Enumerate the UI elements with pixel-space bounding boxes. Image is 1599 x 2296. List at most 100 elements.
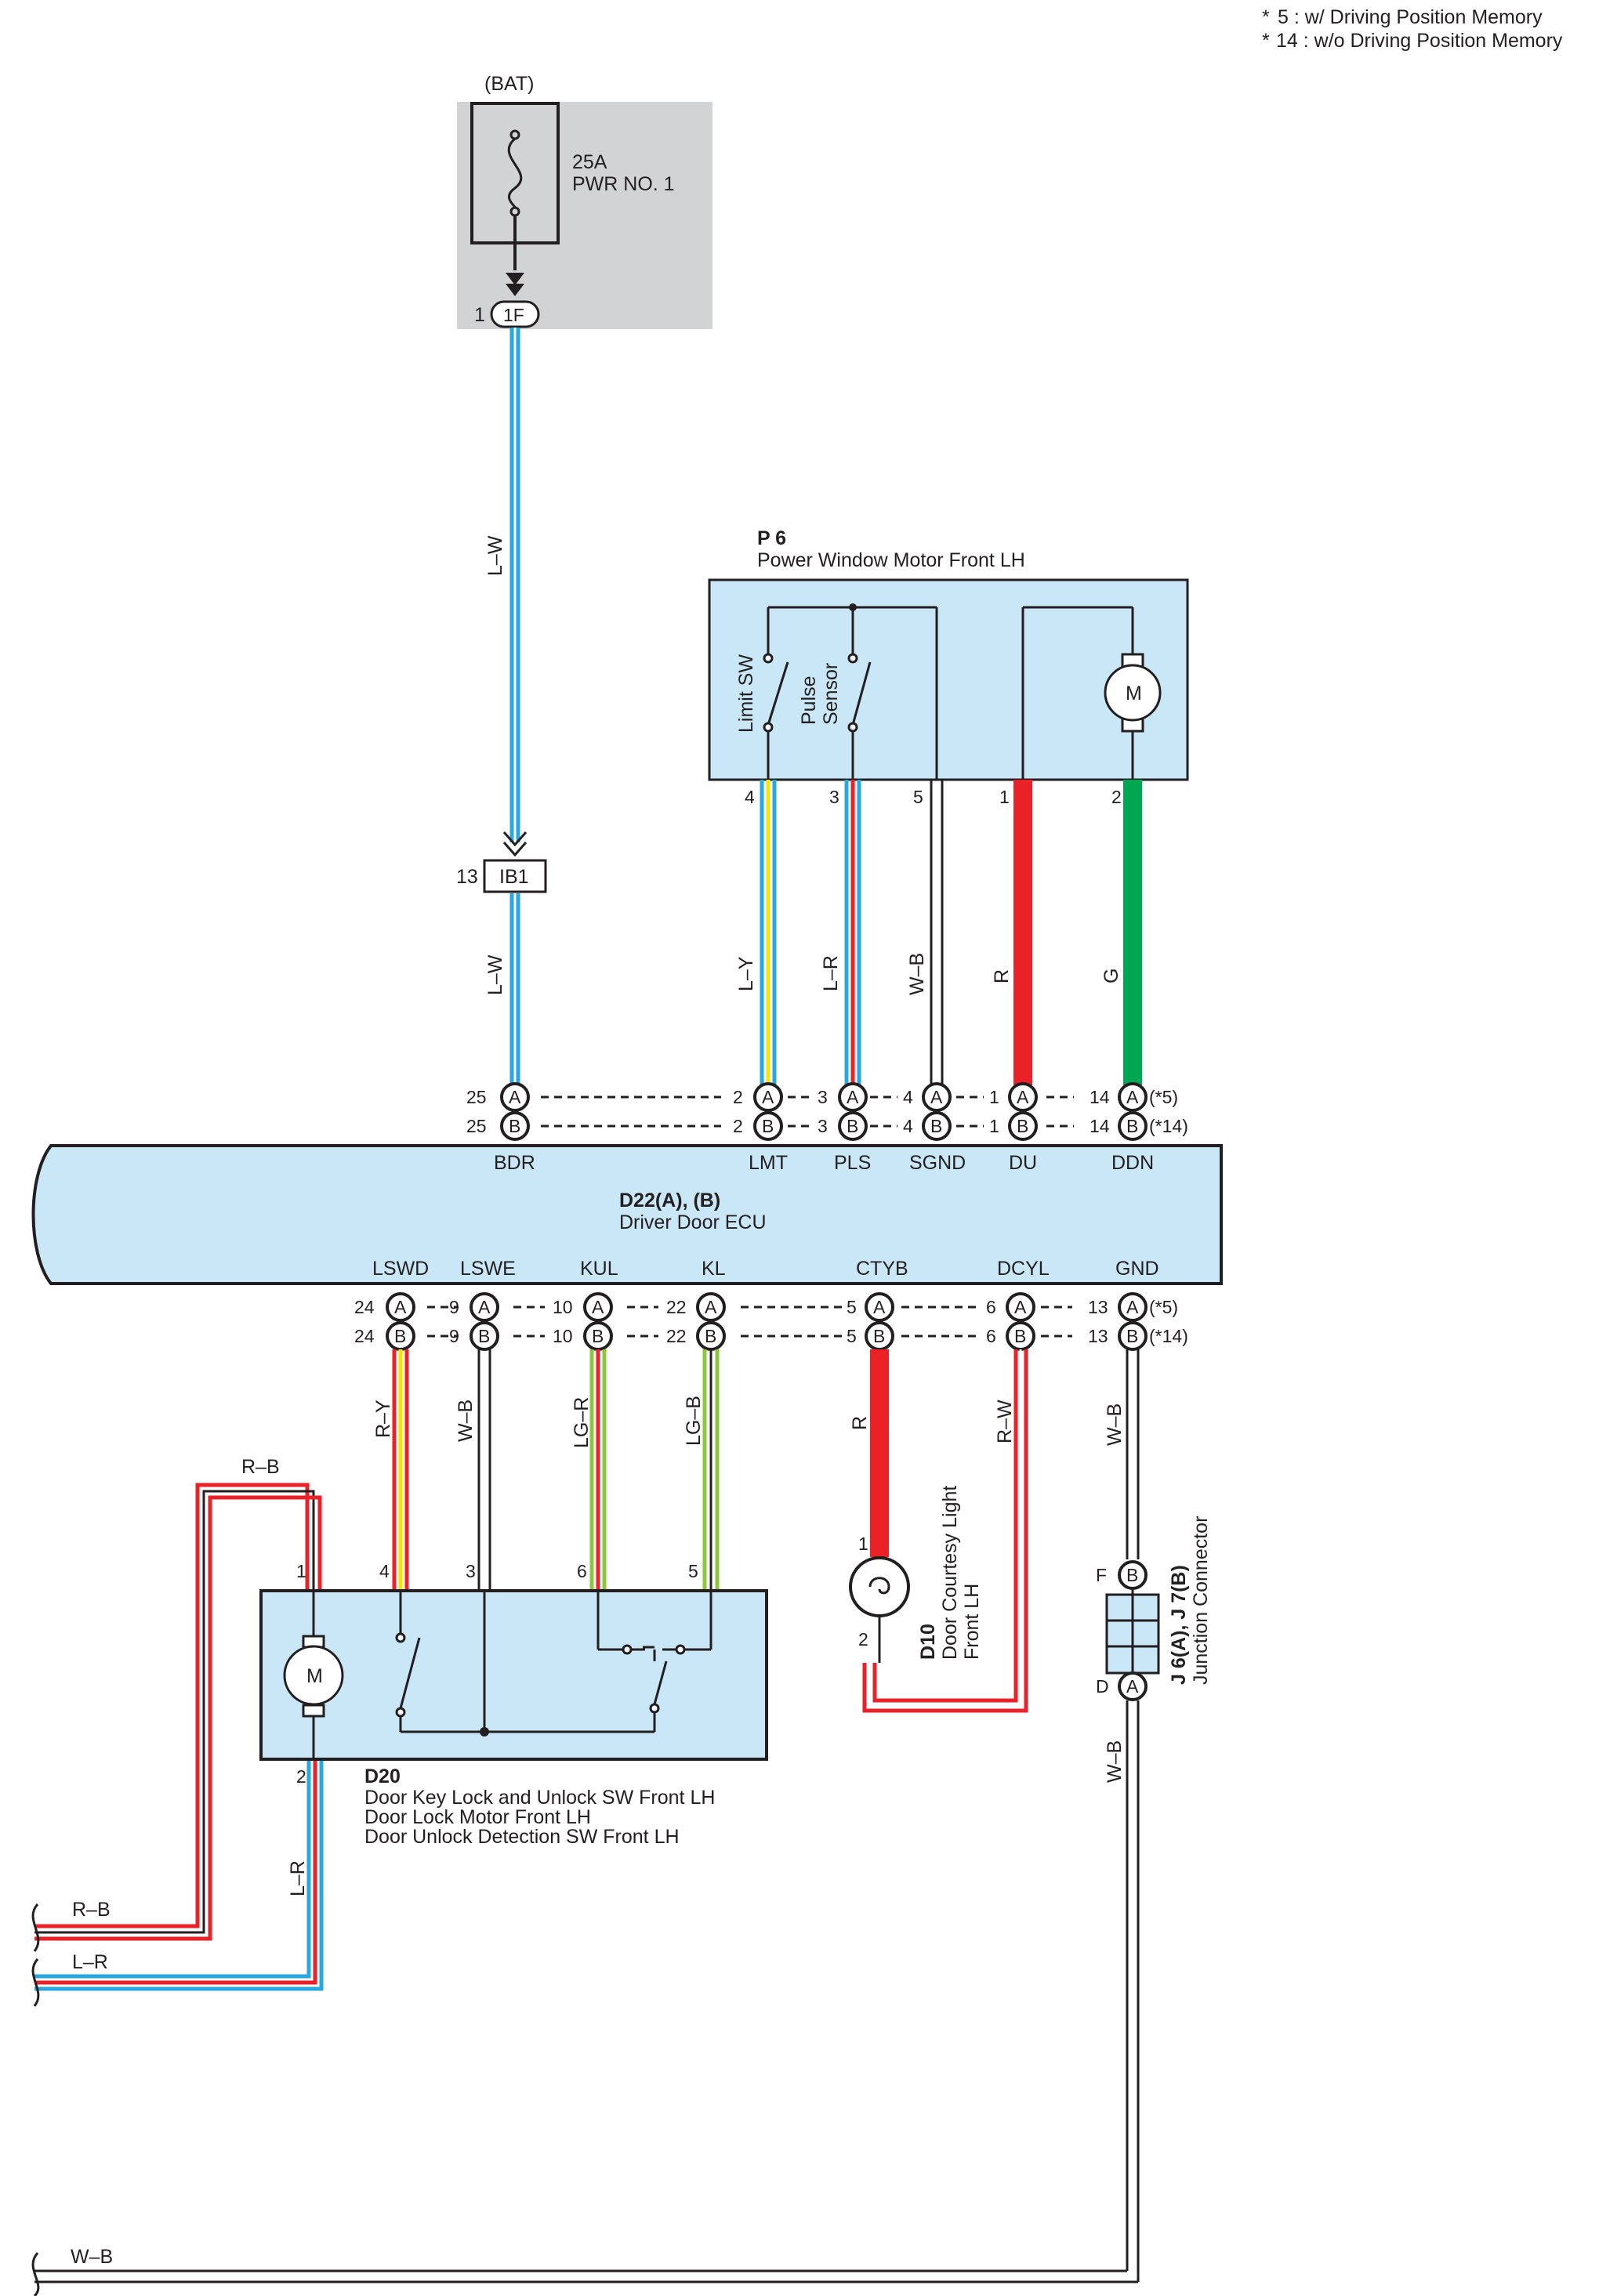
lswd-pin-b: 24 [354,1326,375,1346]
gnd-note-b: (*14) [1149,1326,1188,1346]
p6-limit-sw: Limit SW [735,654,757,733]
dcyl-pin-a: 6 [986,1297,996,1317]
pls-pin-a: 3 [818,1087,828,1107]
wire-label-ddn: G [1100,969,1122,983]
wire-label-sgnd: W–B [906,953,928,995]
junction-j-component: F B D A J 6(A), J 7(B) Junction Connecto… [1096,1516,1212,1701]
ecu-term-sgnd: SGND [909,1152,966,1174]
ecu-top-terminals: 25 25 A B 2 2 A B 3 3 A B 4 4 A B 1 1 A … [466,1082,1188,1141]
ddn-pin-b: 14 [1090,1116,1110,1136]
sgnd-pin-b: 4 [903,1116,913,1136]
p6-motor-label: M [1126,683,1142,704]
d20-component: 1 4 3 6 5 [259,1561,768,1848]
du-pin-b: 1 [989,1116,999,1136]
wire-lw [502,328,528,1085]
fuse-pin: 1 [474,304,485,326]
note-5: 5 : w/ Driving Position Memory [1278,6,1543,28]
note-mark-14: * [1262,30,1270,52]
wire-label-lmt: L–Y [735,956,757,991]
kul-pin-b: 10 [553,1326,573,1346]
p6-component: P 6 Power Window Motor Front LH Limit SW… [708,527,1189,807]
wire-label-left-rb: R–B [72,1899,111,1921]
ecu-term-du: DU [1009,1152,1037,1174]
kl-conn-b: B [705,1326,716,1346]
pls-conn-a: A [847,1087,859,1107]
ctyb-pin-a: 5 [847,1297,857,1317]
d20-pin-4: 4 [379,1561,390,1581]
d20-code: D20 [364,1765,401,1787]
lswe-pin-b: 9 [449,1326,459,1346]
wire-label-lswe: W–B [455,1400,477,1442]
wire-label-left-wb: W–B [71,2246,113,2268]
dcyl-conn-b: B [1014,1326,1026,1346]
kl-conn-a: A [705,1297,717,1317]
bdr-pin-b: 25 [466,1116,487,1136]
d20-pin-2: 2 [296,1766,306,1787]
d20-pin-5: 5 [688,1561,698,1581]
j-conn-top: B [1126,1565,1138,1585]
wire-label-kl: LG–B [683,1396,705,1446]
p6-pin-5: 5 [913,787,923,807]
bdr-conn-a: A [509,1087,521,1107]
d20-pin-1: 1 [296,1561,306,1581]
fuse-name: PWR NO. 1 [572,173,675,195]
notes: * 5 : w/ Driving Position Memory * 14 : … [1262,6,1563,52]
ddn-conn-a: A [1126,1087,1139,1107]
dcyl-conn-a: A [1014,1297,1027,1317]
lswe-conn-a: A [478,1297,491,1317]
j-code: J 6(A), J 7(B) [1168,1565,1190,1685]
wire-label-du: R [991,969,1013,983]
light-bulb-icon [849,1556,910,1617]
lswd-conn-a: A [394,1297,407,1317]
kl-pin-a: 22 [666,1297,687,1317]
wire-label-bdr: L–W [484,954,506,995]
dcyl-pin-b: 6 [986,1326,996,1346]
p6-pulse-2: Sensor [820,663,842,725]
gnd-pin-b: 13 [1088,1326,1108,1346]
lmt-pin-b: 2 [733,1116,743,1136]
d20-motor-icon: M [283,1635,344,1718]
fuse-rating: 25A [572,151,607,173]
fuse-connector-label: 1F [503,305,524,325]
lswe-pin-a: 9 [449,1297,459,1317]
pls-pin-b: 3 [818,1116,828,1136]
d20-name-3: Door Unlock Detection SW Front LH [364,1826,680,1848]
wire-label-lr-d20: L–R [287,1860,309,1896]
d10-name-2: Front LH [961,1584,983,1660]
d20-pin-6: 6 [577,1561,587,1581]
ib1-box [483,859,547,893]
ecu-term-pls: PLS [834,1152,871,1174]
lmt-conn-b: B [762,1116,774,1136]
d10-component: 1 2 D10 Door Courtesy Light Front LH [849,1486,983,1663]
ecu-term-ctyb: CTYB [856,1258,908,1280]
d20-name-1: Door Key Lock and Unlock SW Front LH [364,1787,715,1809]
wire-label-ctyb: R [849,1416,871,1430]
p6-pin-2: 2 [1111,787,1122,807]
wire-break-marks [31,1903,40,2296]
sgnd-conn-b: B [930,1116,942,1136]
sgnd-pin-a: 4 [903,1087,913,1107]
p6-pulse-1: Pulse [798,675,820,725]
fuse-connector-1f [490,300,540,328]
j-conn-bottom: A [1126,1676,1139,1697]
kul-pin-a: 10 [553,1297,573,1317]
p6-pin-3: 3 [829,787,839,807]
p6-pin-4: 4 [745,787,755,807]
gnd-conn-b: B [1126,1326,1138,1346]
j-pin-top: F [1096,1565,1107,1585]
ecu-bottom-terminals: 24 24 A B 9 9 A B 10 10 A B 22 22 A B 5 … [354,1292,1188,1351]
ecu-name: Driver Door ECU [619,1211,767,1233]
ecu-body [31,1144,1223,1285]
j-name: Junction Connector [1190,1516,1212,1685]
ctyb-conn-b: B [873,1326,885,1346]
lswd-conn-b: B [394,1326,406,1346]
pls-conn-b: B [847,1116,858,1136]
lswd-pin-a: 24 [354,1297,375,1317]
ddn-note-a: (*5) [1149,1087,1178,1107]
ctyb-conn-a: A [873,1297,886,1317]
p6-wires [760,780,1142,1085]
d10-name-1: Door Courtesy Light [939,1486,961,1660]
d20-motor-label: M [306,1665,323,1687]
ecu-term-lswe: LSWE [460,1258,516,1280]
